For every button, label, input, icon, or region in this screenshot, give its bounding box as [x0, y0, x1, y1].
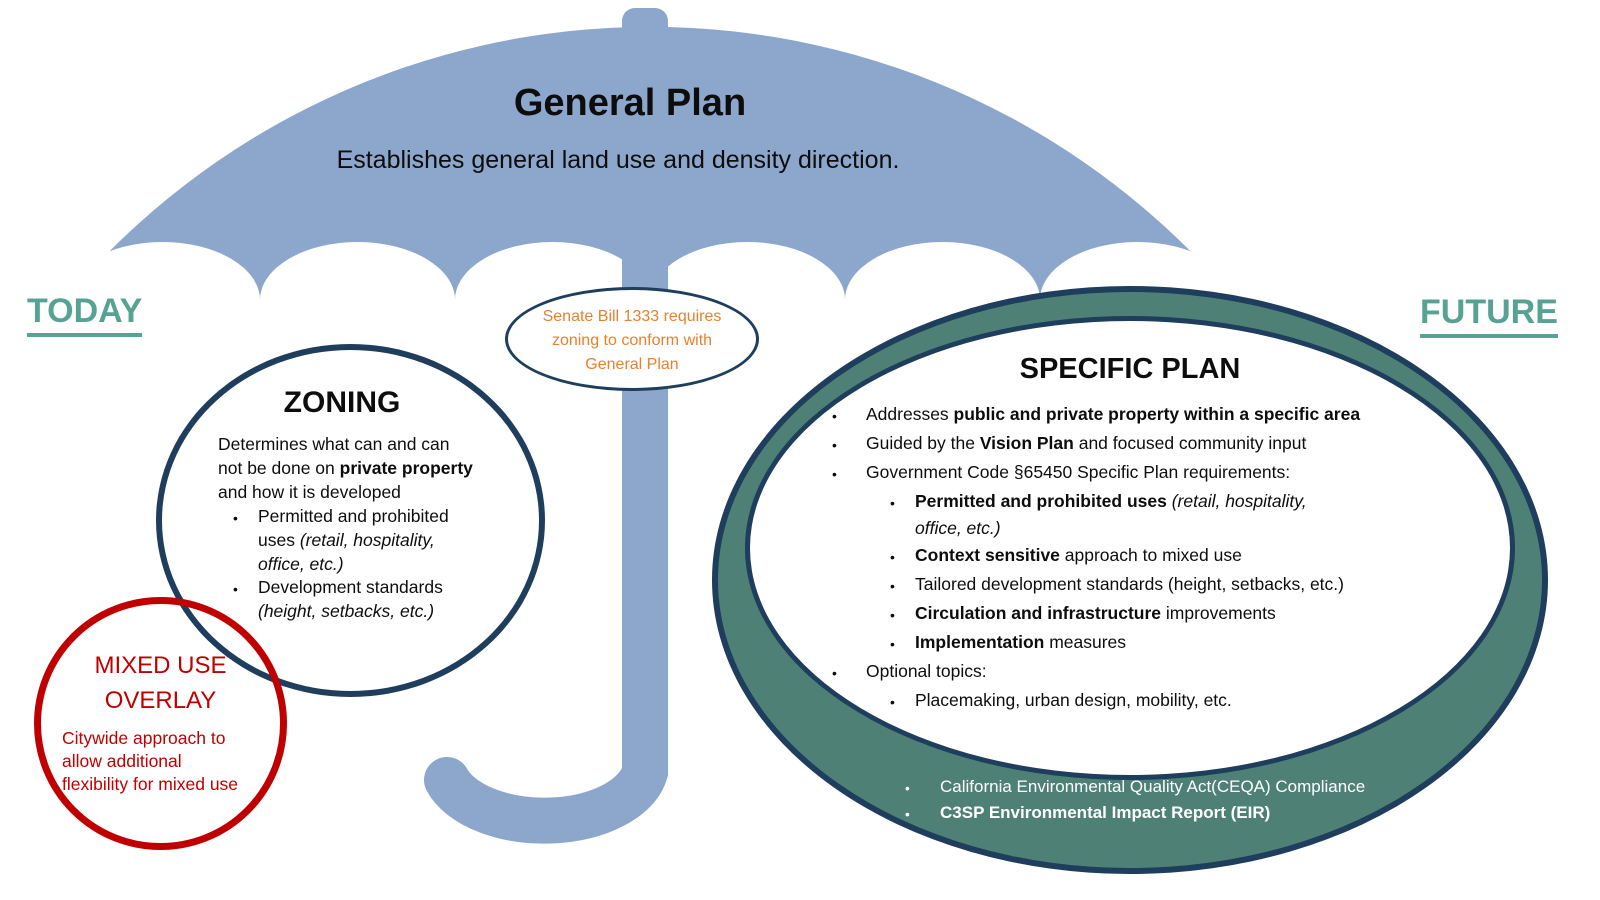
bullet-item: • Addresses public and private property w…	[832, 401, 1482, 430]
bullet-marker: •	[233, 510, 238, 526]
bullet-text: C3SP Environmental Impact Report (EIR)	[940, 803, 1271, 822]
canopy-scallop-cutout	[65, 242, 260, 358]
mixed-use-overlay-title: MIXED USE OVERLAY	[34, 648, 287, 718]
bullet-item: • Government Code §65450 Specific Plan re…	[832, 459, 1482, 488]
bullet-marker: •	[890, 578, 895, 594]
bullet-item: • Implementation measures	[832, 629, 1482, 658]
bullet-item: • Permitted and prohibited uses (retail, …	[218, 505, 478, 576]
bullet-text: Permitted and prohibited uses (retail, h…	[915, 491, 1307, 538]
bullet-text: Optional topics:	[866, 661, 987, 681]
bullet-marker: •	[832, 466, 837, 482]
specific-plan-bullet-list: • Addresses public and private property w…	[832, 401, 1482, 716]
bullet-item: • Placemaking, urban design, mobility, e…	[832, 687, 1482, 716]
bullet-text: Permitted and prohibited uses (retail, h…	[258, 506, 449, 574]
bullet-marker: •	[832, 437, 837, 453]
bullet-marker: •	[905, 781, 910, 796]
zoning-intro: Determines what can and can not be done …	[218, 434, 473, 502]
bullet-marker: •	[832, 408, 837, 424]
bullet-item: • C3SP Environmental Impact Report (EIR)	[905, 801, 1425, 827]
bullet-marker: •	[890, 636, 895, 652]
zoning-circle	[156, 344, 545, 697]
bullet-marker: •	[890, 694, 895, 710]
specific-plan-title: SPECIFIC PLAN	[1019, 353, 1241, 385]
senate-bill-callout: Senate Bill 1333 requires zoning to conf…	[505, 287, 759, 391]
bullet-item: • Development standards (height, setbacks…	[218, 576, 478, 624]
bullet-text: California Environmental Quality Act(CEQ…	[940, 777, 1366, 796]
bullet-text: Government Code §65450 Specific Plan req…	[866, 462, 1291, 482]
bullet-item: • California Environmental Quality Act(CE…	[905, 775, 1425, 801]
bullet-marker: •	[832, 665, 837, 681]
bullet-text: Circulation and infrastructure improveme…	[915, 603, 1276, 623]
bullet-text: Implementation measures	[915, 632, 1127, 652]
senate-bill-text: Senate Bill 1333 requires zoning to conf…	[542, 308, 722, 373]
bullet-marker: •	[905, 807, 910, 822]
bullet-item: • Permitted and prohibited uses (retail, …	[832, 488, 1482, 542]
bullet-text: Addresses public and private property wi…	[866, 404, 1361, 424]
bullet-marker: •	[890, 549, 895, 565]
specific-plan-footer-list: • California Environmental Quality Act(CE…	[905, 775, 1425, 827]
today-label: TODAY	[27, 292, 143, 337]
bullet-text: Tailored development standards (height, …	[915, 574, 1344, 594]
bullet-item: • Guided by the Vision Plan and focused c…	[832, 430, 1482, 459]
bullet-marker: •	[890, 495, 895, 511]
mixed-use-overlay-circle	[34, 597, 287, 850]
general-plan-subtitle: Establishes general land use and density…	[336, 146, 900, 174]
umbrella-pole-handle	[424, 25, 668, 844]
specific-plan-inner-ellipse	[745, 316, 1515, 780]
bullet-item: • Tailored development standards (height,…	[832, 571, 1482, 600]
bullet-marker: •	[233, 581, 238, 598]
bullet-item: • Circulation and infrastructure improvem…	[832, 600, 1482, 629]
bullet-text: Development standards (height, setbacks,…	[258, 577, 443, 622]
bullet-text: Guided by the Vision Plan and focused co…	[866, 433, 1307, 453]
canopy-scallop-cutout	[260, 242, 455, 358]
bullet-text: Placemaking, urban design, mobility, etc…	[915, 690, 1232, 710]
mixed-use-overlay-title-text: MIXED USE OVERLAY	[94, 652, 227, 714]
bullet-text: Context sensitive approach to mixed use	[915, 545, 1242, 565]
bullet-item: • Optional topics:	[832, 658, 1482, 687]
umbrella-ferrule	[622, 8, 668, 60]
future-label: FUTURE	[1420, 293, 1558, 338]
zoning-title: ZONING	[283, 386, 401, 419]
mixed-use-overlay-body: Citywide approach to allow additional fl…	[62, 728, 239, 794]
future-label-text: FUTURE	[1420, 293, 1558, 338]
bullet-marker: •	[890, 607, 895, 623]
today-label-text: TODAY	[27, 292, 143, 337]
general-plan-title: General Plan	[513, 82, 747, 124]
zoning-bullet-list: • Permitted and prohibited uses (retail, …	[218, 505, 478, 624]
bullet-item: • Context sensitive approach to mixed use	[832, 542, 1482, 571]
